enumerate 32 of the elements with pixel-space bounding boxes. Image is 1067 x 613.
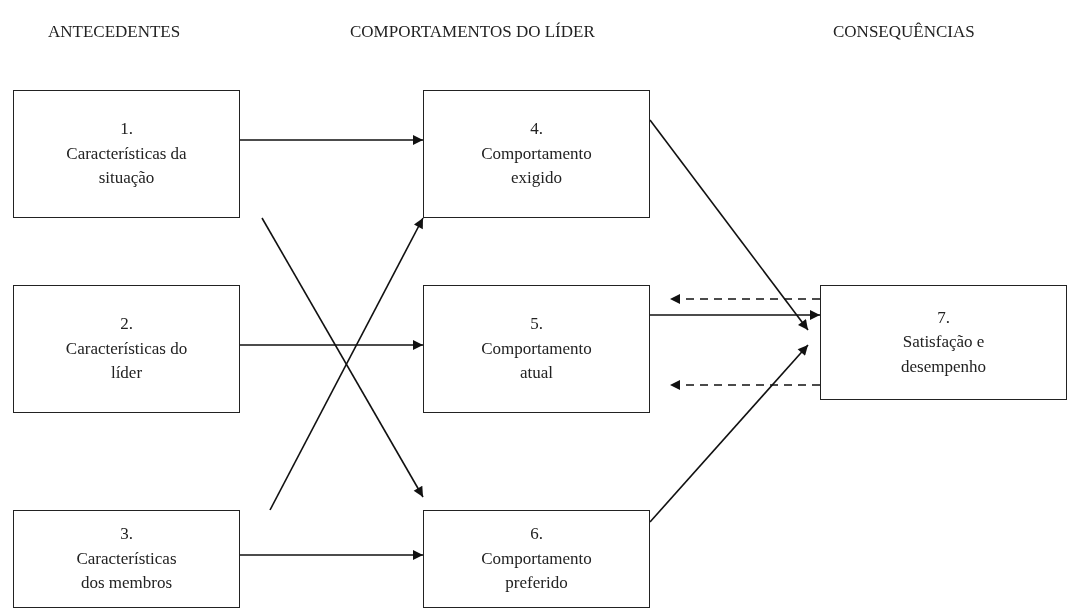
arrow	[649, 310, 821, 320]
box-number: 5.	[530, 313, 543, 336]
column-heading: CONSEQUÊNCIAS	[833, 22, 975, 42]
arrow	[669, 380, 821, 390]
box-number: 7.	[937, 306, 950, 329]
arrow	[649, 344, 809, 523]
process-box	[13, 285, 240, 413]
process-box	[13, 90, 240, 218]
box-number: 6.	[530, 523, 543, 546]
box-number: 1.	[120, 118, 133, 141]
column-heading: ANTECEDENTES	[48, 22, 181, 42]
box-text: Características da situação	[65, 142, 188, 190]
process-box	[13, 510, 240, 608]
box-number: 3.	[120, 523, 133, 546]
box-text: Comportamento preferido	[480, 547, 593, 595]
box-number: 4.	[530, 118, 543, 141]
process-box	[820, 285, 1067, 400]
box-text: Características do líder	[64, 337, 189, 385]
box-text: Comportamento atual	[480, 337, 593, 385]
box-number: 2.	[120, 313, 133, 336]
column-heading: COMPORTAMENTOS DO LÍDER	[350, 22, 595, 42]
process-box	[423, 90, 650, 218]
arrow	[239, 135, 424, 145]
arrow	[239, 340, 424, 350]
box-text: Satisfação e desempenho	[900, 331, 987, 378]
process-box	[423, 510, 650, 608]
arrow	[649, 119, 809, 331]
box-text: Comportamento exigido	[480, 142, 593, 190]
arrow	[239, 550, 424, 560]
box-text: Características dos membros	[75, 547, 178, 595]
process-box	[423, 285, 650, 413]
arrow	[669, 294, 821, 304]
